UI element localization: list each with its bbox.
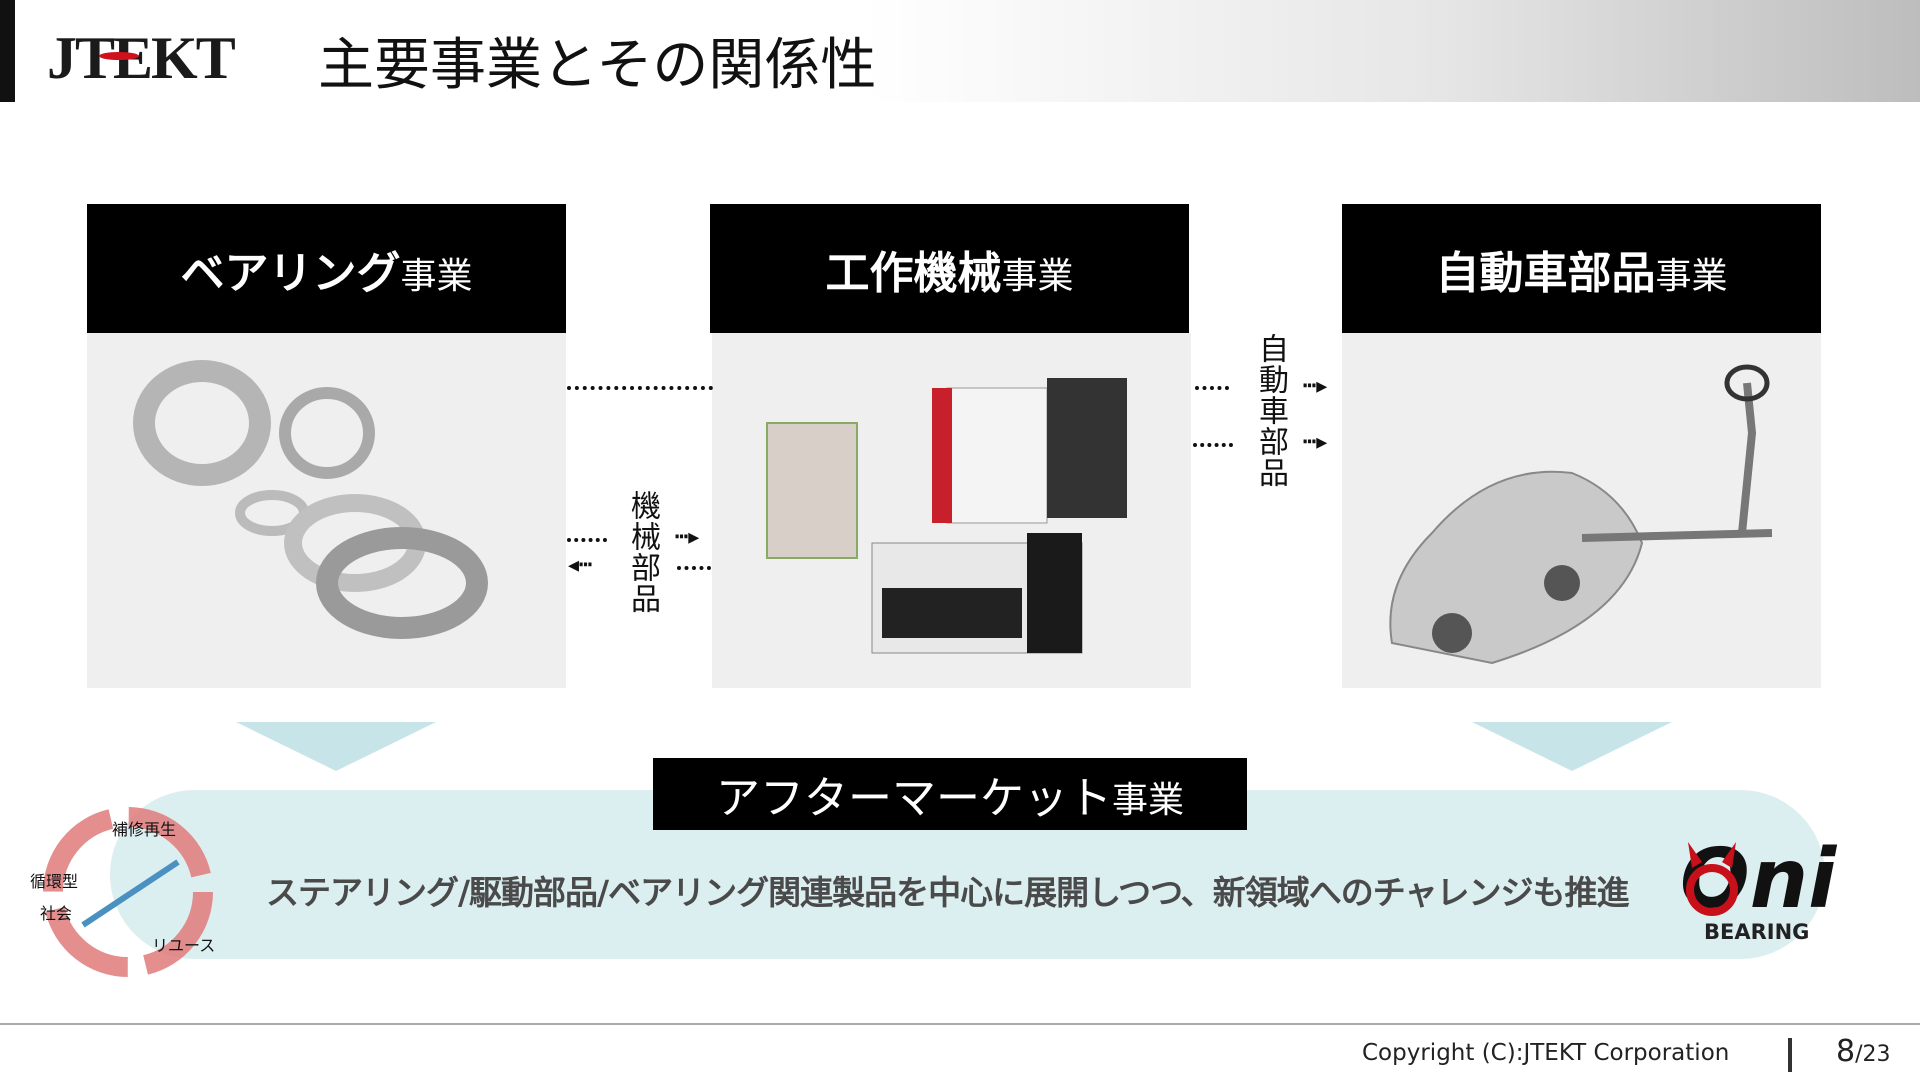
jtekt-logo: JTEKT (47, 25, 236, 91)
cycle-arrows-icon (43, 807, 213, 977)
connector-line (567, 538, 607, 542)
suffix: 事業 (1655, 255, 1728, 297)
header-accent-bar (0, 0, 15, 102)
page-title: 主要事業とその関係性 (318, 33, 877, 98)
connector-line (677, 566, 711, 570)
copyright: Copyright (C):JTEKT Corporation (1362, 1040, 1730, 1066)
cycle-label: 社会 (40, 904, 73, 923)
arrow-right-icon: ┅▸ (1303, 430, 1328, 455)
machine-parts-label: 機械部品 (625, 490, 660, 614)
logo-red-mark (99, 52, 139, 60)
machine-tools-icon (766, 378, 1127, 654)
machine-tool-business-header: 工作機械事業 (710, 204, 1189, 333)
label: 自動車部品 (1435, 247, 1656, 299)
connector-line (1195, 386, 1229, 390)
cycle-label: リユース (152, 936, 216, 955)
cycle-label: 補修再生 (112, 820, 177, 839)
oni-horns-icon (1686, 842, 1738, 916)
suffix: 事業 (1001, 255, 1074, 297)
suffix: 事業 (1111, 780, 1184, 821)
aftermarket-description: ステアリング/駆動部品/ベアリング関連製品を中心に展開しつつ、新領域へのチャレン… (266, 873, 1629, 912)
arrow-left-icon: ◂┅ (568, 553, 593, 578)
auto-parts-business-header: 自動車部品事業 (1342, 204, 1821, 333)
label: ベアリング (180, 247, 401, 299)
label: 工作機械 (825, 247, 1002, 299)
bearing-business-header: ベアリング事業 (87, 204, 566, 333)
footer-separator (1788, 1038, 1792, 1072)
bearings-icon (133, 360, 488, 639)
aftermarket-business-header: アフターマーケット事業 (653, 758, 1247, 830)
label: アフターマーケット (715, 773, 1112, 824)
auto-parts-label: 自動車部品 (1253, 333, 1288, 488)
page-number: 8/23 (1836, 1034, 1891, 1069)
bearing-machine-connector (567, 386, 713, 390)
oni-bearing-logo: Oni BEARING (1680, 832, 1850, 948)
total-pages: /23 (1855, 1042, 1891, 1067)
header-band (0, 0, 1920, 102)
current-page: 8 (1836, 1034, 1856, 1069)
arrow-right-icon: ┅▸ (1303, 374, 1328, 399)
connector-line (1193, 443, 1233, 447)
down-triangle-icon (1472, 722, 1672, 771)
brand-subtitle: BEARING (1704, 920, 1810, 944)
car-steering-icon (1389, 364, 1773, 665)
bearing-image (87, 333, 566, 688)
auto-parts-image (1342, 333, 1821, 688)
suffix: 事業 (400, 255, 473, 297)
machine-tool-image (712, 333, 1191, 688)
down-triangle-icon (236, 722, 436, 771)
arrow-right-icon: ┅▸ (675, 525, 700, 550)
footer-divider (0, 1023, 1920, 1025)
cycle-label: 循環型 (30, 872, 79, 891)
circular-economy-graphic: 補修再生 循環型 社会 リユース (28, 800, 228, 985)
